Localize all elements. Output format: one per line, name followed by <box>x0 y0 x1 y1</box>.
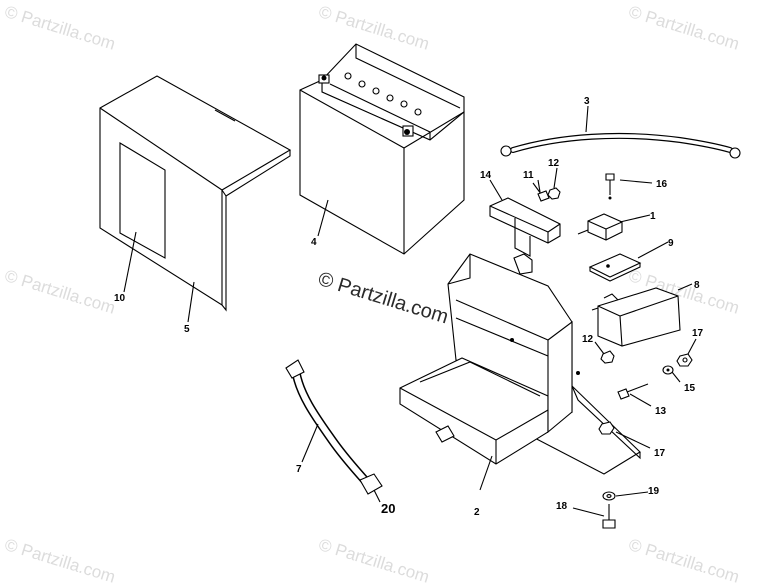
nut-17-lower <box>598 421 615 435</box>
callout-7: 7 <box>296 464 302 475</box>
callout-4: 4 <box>311 237 317 248</box>
nut-12-lower <box>600 350 615 364</box>
terminal-cover <box>489 197 561 257</box>
washer-19 <box>602 491 616 501</box>
washer-15 <box>662 365 674 375</box>
leader-lines <box>123 105 697 517</box>
callout-2: 2 <box>474 507 480 518</box>
callout-17-upper: 17 <box>692 328 704 339</box>
callout-16: 16 <box>656 179 668 190</box>
callout-18: 18 <box>556 501 568 512</box>
callout-13: 13 <box>655 406 667 417</box>
nut-12-top <box>547 187 561 200</box>
battery-box <box>399 253 641 475</box>
relay-1 <box>577 213 623 241</box>
bolt-13 <box>617 383 649 400</box>
hose-end-20 <box>359 473 383 495</box>
callout-15: 15 <box>684 383 696 394</box>
callout-12-lower: 12 <box>582 334 594 345</box>
bolt-11 <box>532 182 550 202</box>
nut-17-upper <box>676 353 693 367</box>
battery-parts-diagram: 1 2 3 4 5 7 8 9 10 11 12 12 13 14 15 16 … <box>99 43 741 529</box>
callout-14: 14 <box>480 170 492 181</box>
callout-3: 3 <box>584 96 590 107</box>
callout-5: 5 <box>184 324 190 335</box>
bolt-18 <box>602 504 616 529</box>
callout-1: 1 <box>650 211 656 222</box>
cover-window <box>119 142 166 259</box>
vent-hose <box>285 359 373 489</box>
callout-11: 11 <box>523 170 534 181</box>
battery <box>299 43 465 255</box>
solenoid-8 <box>591 287 681 347</box>
callout-8: 8 <box>694 280 700 291</box>
pad-9 <box>588 253 642 282</box>
battery-cable <box>500 132 741 159</box>
callout-10: 10 <box>114 293 126 304</box>
callout-9: 9 <box>668 238 674 249</box>
callout-12-top: 12 <box>548 158 560 169</box>
callout-17-lower: 17 <box>654 448 666 459</box>
screw-16 <box>605 173 615 200</box>
callout-19: 19 <box>648 486 660 497</box>
callout-20: 20 <box>381 501 395 516</box>
